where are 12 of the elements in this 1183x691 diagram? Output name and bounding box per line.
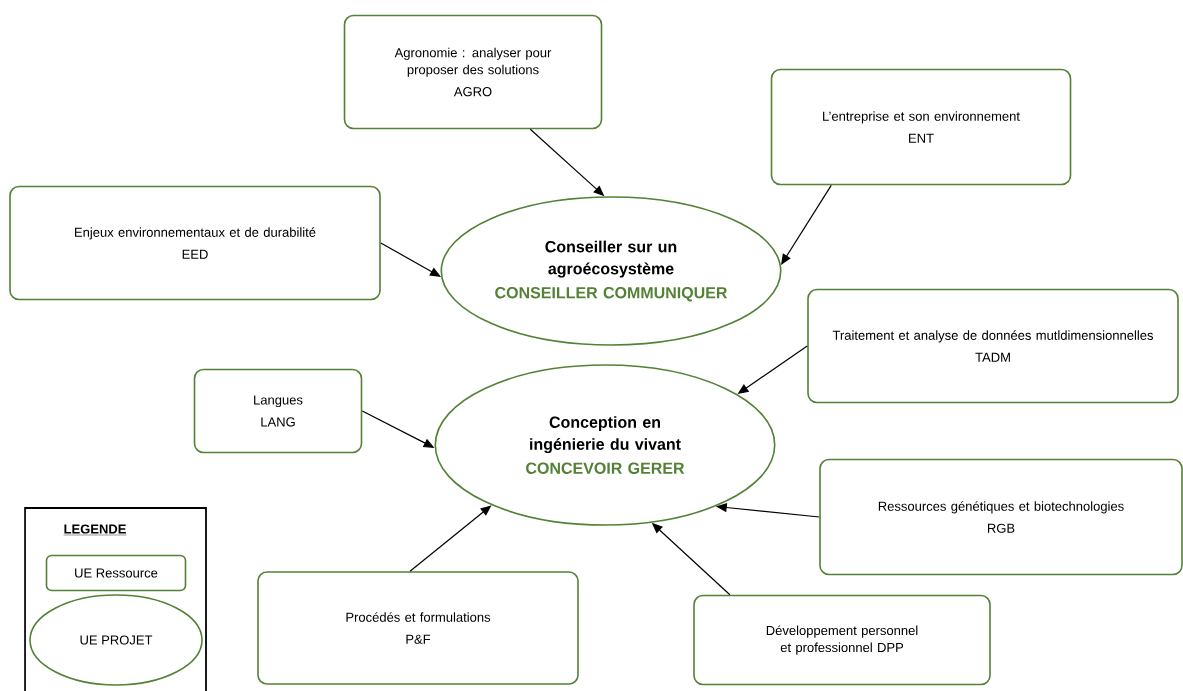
course-box: Agronomie : analyser pour proposer des solutions AGRO — [343, 14, 603, 130]
course-box: Ressources génétiques et biotechnologies RGB — [819, 458, 1183, 576]
course-box: Développement personnel et professionnel DPP — [693, 594, 991, 686]
arrow — [380, 242, 441, 277]
course-box: Procédés et formulations P&F — [257, 571, 579, 685]
legend-title: LEGENDE — [63, 524, 127, 536]
legend-ellipse-sample: UE PROJET — [29, 594, 203, 686]
course-box: Langues LANG — [193, 368, 363, 454]
course-box: L’entreprise et son environnement ENT — [770, 68, 1072, 186]
legend-box-sample: UE Ressource — [45, 554, 187, 592]
course-box: Enjeux environnementaux et de durabilité EED — [9, 185, 381, 301]
course-box: Traitement et analyse de données mutldimensionnelles TADM — [807, 288, 1179, 404]
